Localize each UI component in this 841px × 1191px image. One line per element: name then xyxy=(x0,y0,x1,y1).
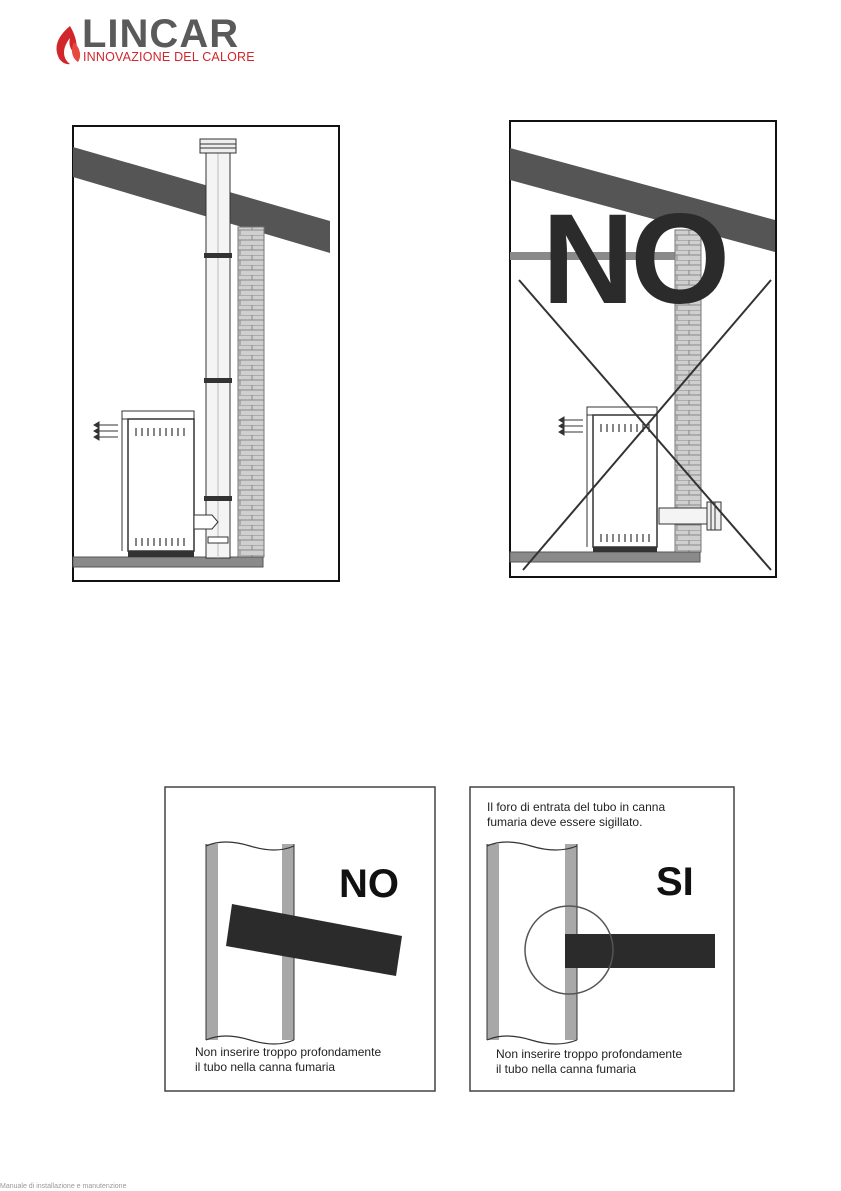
pipe-right-label: SI xyxy=(656,860,694,904)
brand-tagline: INNOVAZIONE DEL CALORE xyxy=(83,50,255,64)
pipe-right-note-line2: fumaria deve essere sigillato. xyxy=(487,815,642,830)
pipe-right-note-line1: Il foro di entrata del tubo in canna xyxy=(487,800,665,815)
pipe-wrong-label: NO xyxy=(339,862,399,906)
flame-icon xyxy=(52,24,82,66)
brand-name: LINCAR xyxy=(82,14,239,54)
pipe-wrong-caption-line1: Non inserire troppo profondamente xyxy=(195,1045,381,1060)
chimney-wrong-label: NO xyxy=(542,195,726,325)
pipe-wrong-caption-line2: il tubo nella canna fumaria xyxy=(195,1060,335,1075)
pipe-right-caption-line1: Non inserire troppo profondamente xyxy=(496,1047,682,1062)
page-footer: Manuale di installazione e manutenzione xyxy=(0,1183,126,1190)
pipe-right-caption-line2: il tubo nella canna fumaria xyxy=(496,1062,636,1077)
chimney-correct-diagram xyxy=(72,125,340,582)
